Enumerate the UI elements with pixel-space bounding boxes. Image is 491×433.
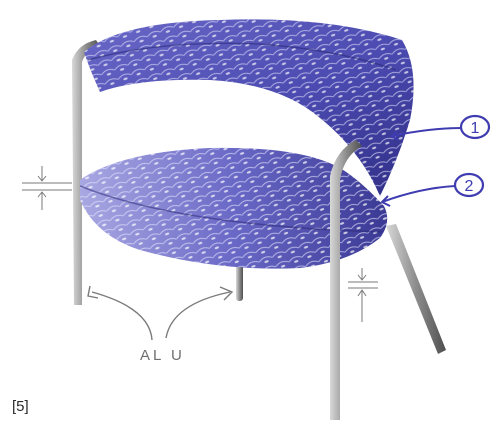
callout-2-number: 2 [465,178,474,195]
callout-2: 2 [382,174,483,206]
dimension-mark-right [348,268,378,322]
callout-1-number: 1 [471,120,480,137]
figure-label: [5] [12,398,29,415]
back-leg-right [386,224,446,354]
material-arrows [88,286,232,340]
dimension-mark-left [22,166,72,210]
material-note: AL U [140,347,185,364]
